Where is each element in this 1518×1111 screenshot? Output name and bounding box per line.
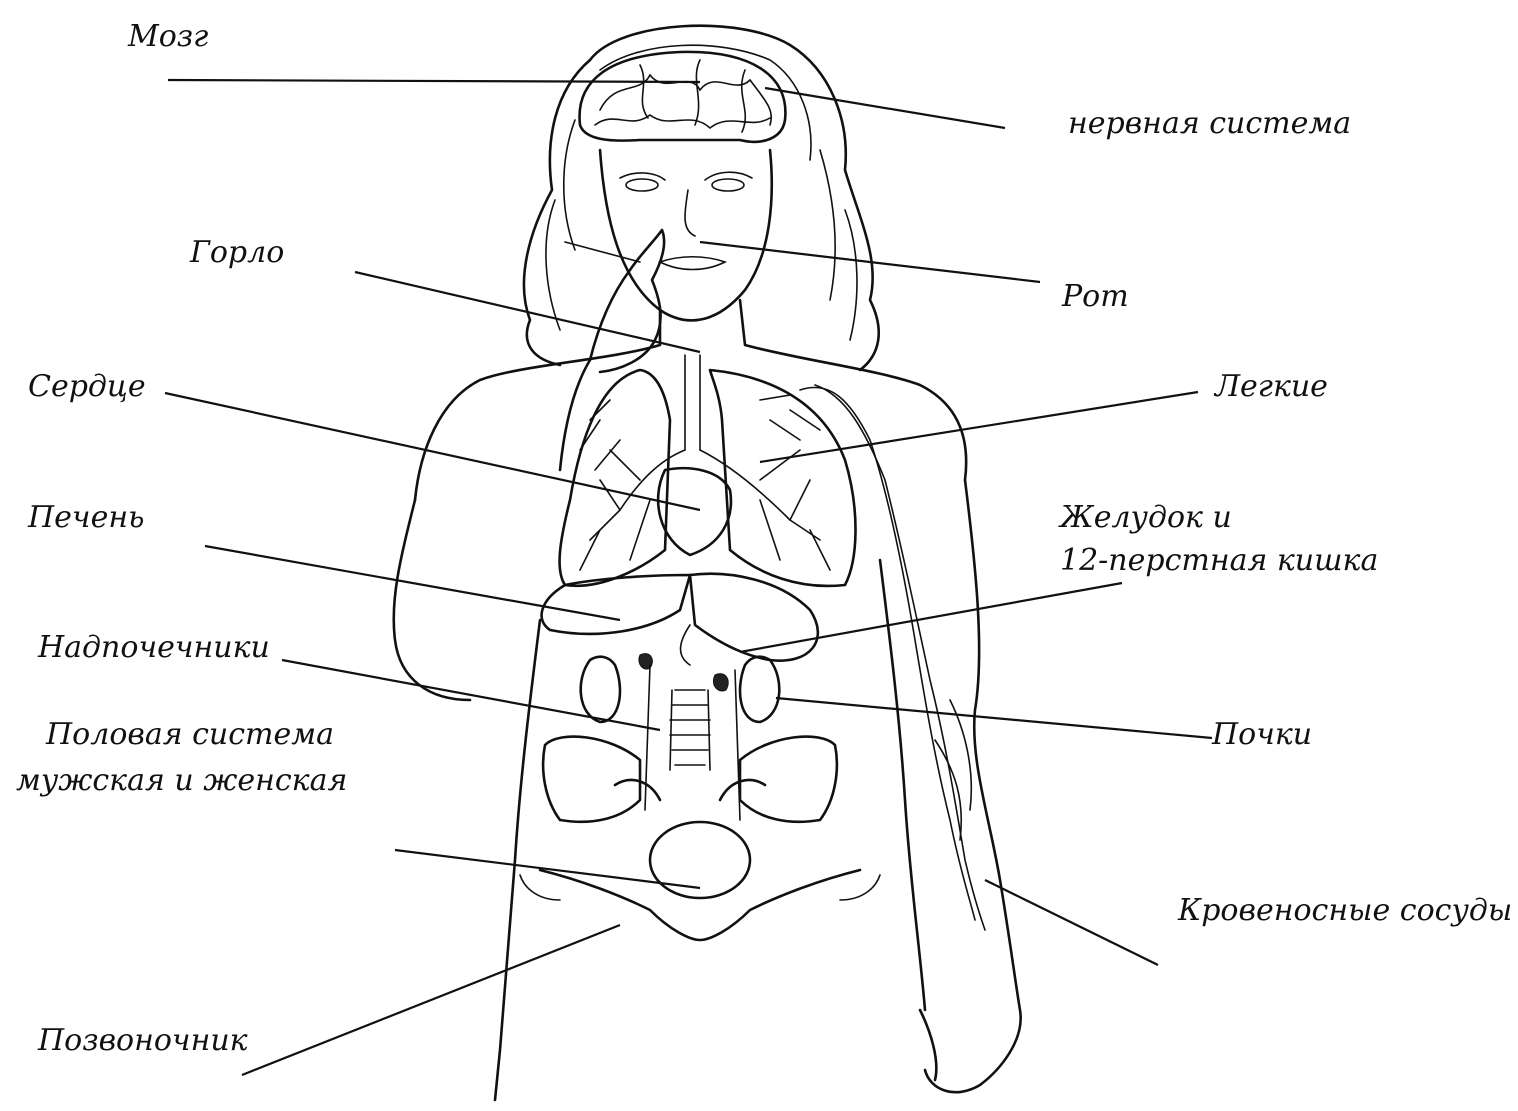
pelvis-shape bbox=[520, 737, 880, 940]
label-mouth: Рот bbox=[1062, 276, 1129, 318]
label-reproductive-line1: Половая система bbox=[46, 714, 334, 756]
label-lungs: Легкие bbox=[1215, 366, 1328, 408]
leader-liver bbox=[205, 546, 620, 620]
leader-nervous bbox=[765, 88, 1005, 128]
leader-heart bbox=[165, 393, 700, 510]
heart-shape bbox=[658, 468, 731, 555]
label-liver: Печень bbox=[28, 497, 144, 539]
label-stomach-line2: 12-перстная кишка bbox=[1060, 540, 1378, 582]
right-arm bbox=[920, 480, 1021, 1092]
lung-branches-right bbox=[760, 395, 830, 570]
label-stomach-line1: Желудок и bbox=[1060, 497, 1232, 539]
leader-kidneys bbox=[776, 698, 1212, 738]
leader-stomach bbox=[740, 583, 1122, 652]
kidneys-shape bbox=[581, 654, 780, 722]
brain-shape bbox=[580, 52, 786, 142]
label-adrenal: Надпочечники bbox=[38, 627, 270, 669]
leader-spine bbox=[242, 925, 620, 1075]
label-brain: Мозг bbox=[128, 16, 208, 58]
label-kidneys: Почки bbox=[1212, 714, 1312, 756]
leader-brain bbox=[168, 80, 700, 82]
label-heart: Сердце bbox=[28, 366, 146, 408]
label-nervous-system: нервная система bbox=[1068, 103, 1351, 145]
face bbox=[600, 150, 772, 320]
leader-reproductive bbox=[395, 850, 700, 888]
label-reproductive-line2: мужская и женская bbox=[16, 760, 347, 802]
label-vessels: Кровеносные сосуды bbox=[1178, 890, 1512, 932]
lungs-shape bbox=[560, 355, 856, 586]
label-spine: Позвоночник bbox=[38, 1020, 248, 1062]
hand-near-mouth bbox=[560, 230, 664, 470]
label-throat: Горло bbox=[190, 232, 284, 274]
leader-adrenal bbox=[282, 660, 660, 730]
